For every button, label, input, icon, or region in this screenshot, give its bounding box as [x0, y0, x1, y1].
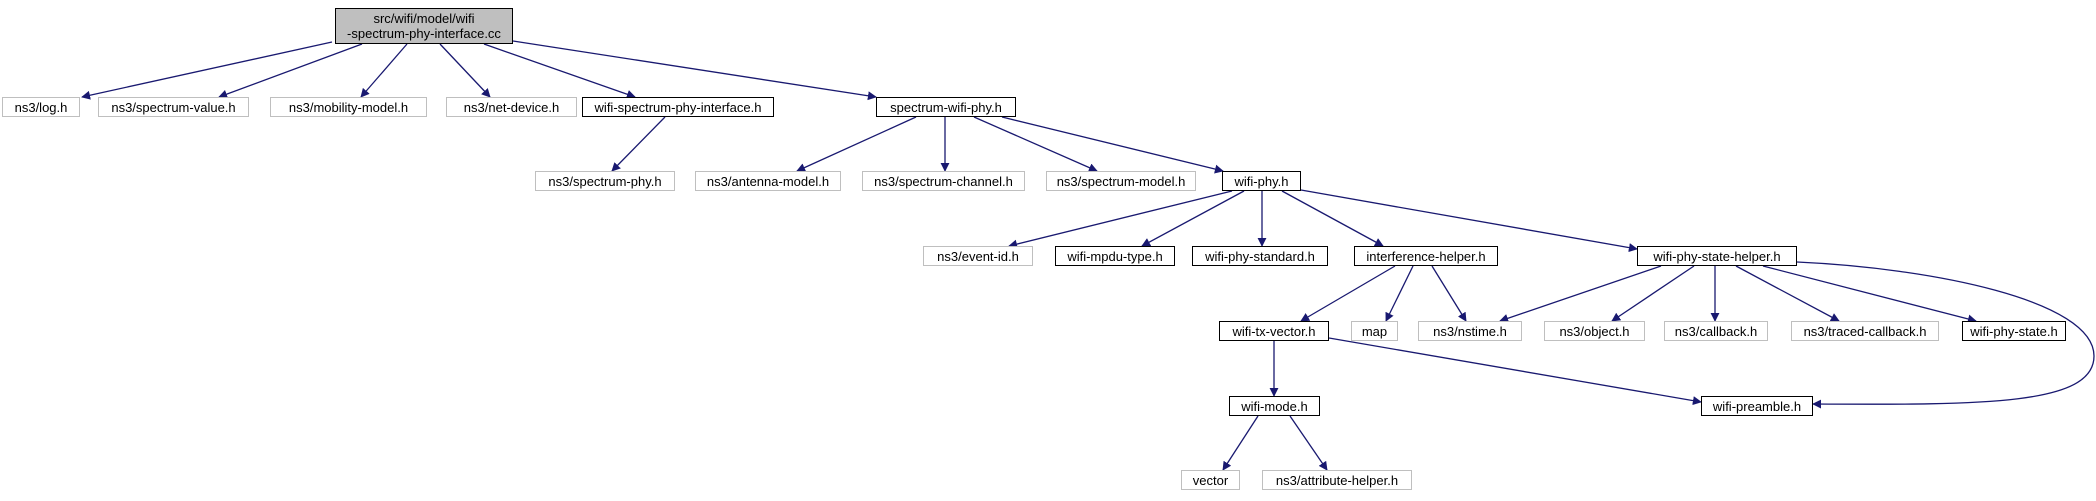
root-file-line-2: -spectrum-phy-interface.cc	[347, 26, 501, 41]
node-ns3-antenna-model-h[interactable]: ns3/antenna-model.h	[695, 171, 841, 191]
node-ns3-traced-callback-h[interactable]: ns3/traced-callback.h	[1791, 321, 1939, 341]
edge-root-to-log	[81, 41, 333, 100]
edge-root-to-wsp-interface	[483, 43, 636, 99]
edge-wpsh-to-traced-callback	[1735, 265, 1840, 322]
root-file-line-1: src/wifi/model/wifi	[373, 11, 475, 26]
node-ns3-nstime-h[interactable]: ns3/nstime.h	[1418, 321, 1522, 341]
node-vector[interactable]: vector	[1181, 470, 1240, 490]
edge-swp-to-wifi-phy	[1001, 116, 1224, 174]
edge-ih-to-nstime	[1431, 265, 1467, 322]
edge-wpsh-to-object	[1611, 265, 1695, 322]
edge-wifi-mode-to-vector	[1222, 415, 1259, 471]
node-wifi-phy-h[interactable]: wifi-phy.h	[1222, 171, 1301, 191]
node-wifi-preamble-h[interactable]: wifi-preamble.h	[1701, 396, 1813, 416]
node-wifi-phy-standard-h[interactable]: wifi-phy-standard.h	[1192, 246, 1328, 266]
root-file-node[interactable]: src/wifi/model/wifi -spectrum-phy-interf…	[335, 8, 513, 44]
node-wifi-tx-vector-h[interactable]: wifi-tx-vector.h	[1219, 321, 1329, 341]
edge-wpsh-to-wifi-phy-state	[1762, 265, 1977, 324]
node-spectrum-wifi-phy-h[interactable]: spectrum-wifi-phy.h	[876, 97, 1016, 117]
node-ns3-event-id-h[interactable]: ns3/event-id.h	[923, 246, 1033, 266]
node-interference-helper-h[interactable]: interference-helper.h	[1354, 246, 1498, 266]
edge-wifi-tx-vector-to-wifi-preamble	[1328, 337, 1702, 406]
node-wifi-phy-state-helper-h[interactable]: wifi-phy-state-helper.h	[1637, 246, 1797, 266]
edge-root-to-mobility-model	[360, 43, 408, 98]
edge-wifi-phy-to-wifi-mpdu-type	[1141, 190, 1245, 247]
node-map[interactable]: map	[1351, 321, 1398, 341]
node-ns3-net-device-h[interactable]: ns3/net-device.h	[446, 97, 577, 117]
node-ns3-mobility-model-h[interactable]: ns3/mobility-model.h	[270, 97, 427, 117]
node-wifi-mpdu-type-h[interactable]: wifi-mpdu-type.h	[1055, 246, 1175, 266]
edge-ih-to-wifi-tx-vector	[1300, 265, 1396, 322]
edge-wifi-phy-to-event-id	[1008, 190, 1233, 249]
node-ns3-spectrum-phy-h[interactable]: ns3/spectrum-phy.h	[535, 171, 675, 191]
node-wifi-spectrum-phy-interface-h[interactable]: wifi-spectrum-phy-interface.h	[582, 97, 774, 117]
edge-wpsh-to-nstime	[1499, 265, 1662, 323]
edge-wifi-mode-to-attribute-helper	[1289, 415, 1328, 471]
node-ns3-log-h[interactable]: ns3/log.h	[2, 97, 80, 117]
node-wifi-mode-h[interactable]: wifi-mode.h	[1229, 396, 1320, 416]
edge-wifi-phy-to-interference-helper	[1281, 190, 1384, 247]
edge-wifi-phy-to-wifi-phy-state-helper	[1300, 189, 1638, 253]
edge-wpsh-to-wifi-preamble	[1796, 261, 2095, 409]
node-ns3-spectrum-channel-h[interactable]: ns3/spectrum-channel.h	[862, 171, 1025, 191]
edge-swp-to-spectrum-model	[973, 116, 1098, 172]
node-ns3-spectrum-model-h[interactable]: ns3/spectrum-model.h	[1046, 171, 1196, 191]
node-ns3-attribute-helper-h[interactable]: ns3/attribute-helper.h	[1262, 470, 1412, 490]
edge-root-to-spectrum-value	[218, 43, 363, 99]
edge-ih-to-map	[1385, 265, 1414, 322]
edge-root-to-net-device	[439, 43, 491, 98]
node-wifi-phy-state-h[interactable]: wifi-phy-state.h	[1962, 321, 2066, 341]
node-ns3-callback-h[interactable]: ns3/callback.h	[1664, 321, 1768, 341]
edge-root-to-spectrum-wifi-phy	[512, 40, 877, 101]
edge-swp-to-antenna-model	[796, 116, 917, 172]
edge-wsp-interface-to-spectrum-phy	[611, 116, 666, 172]
node-ns3-object-h[interactable]: ns3/object.h	[1544, 321, 1645, 341]
node-ns3-spectrum-value-h[interactable]: ns3/spectrum-value.h	[98, 97, 249, 117]
